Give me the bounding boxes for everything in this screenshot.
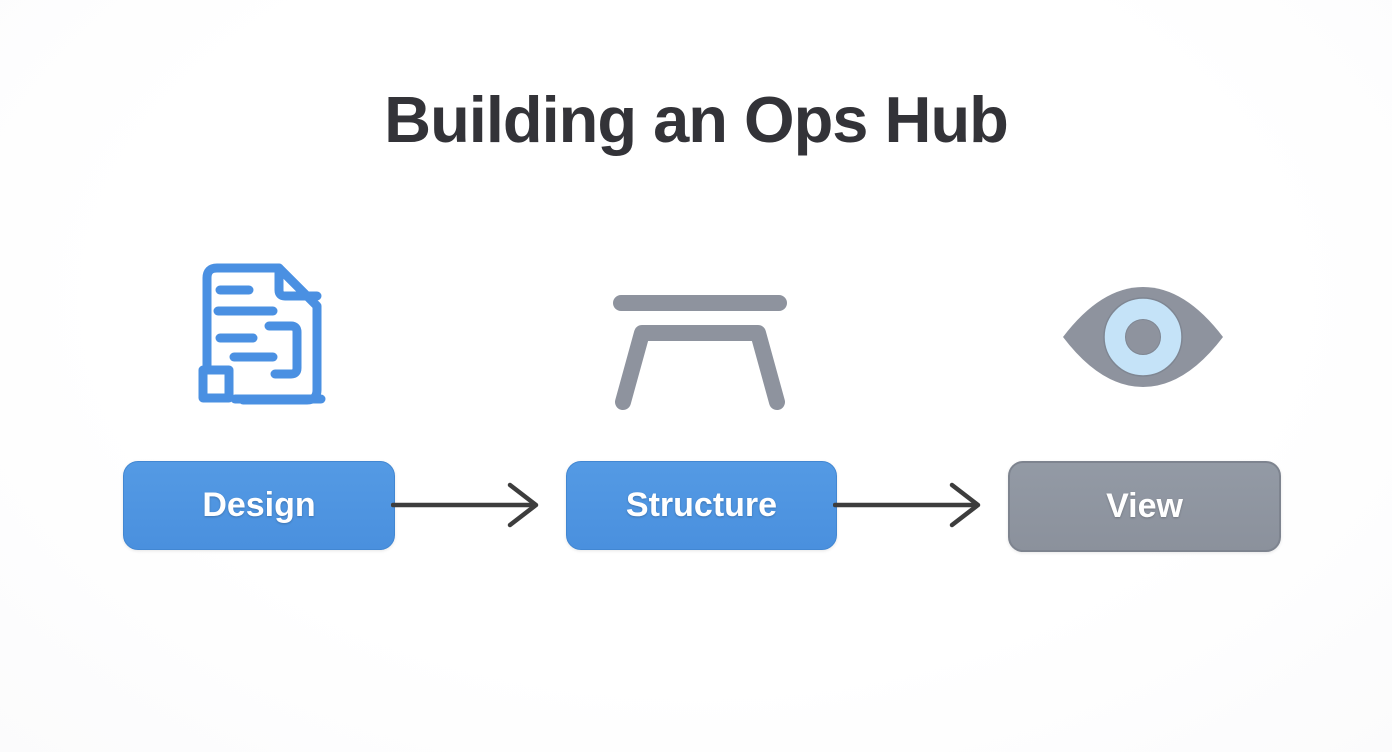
step-node-view: View <box>1008 461 1281 552</box>
eye-icon <box>1061 283 1225 391</box>
arrow-right-icon <box>391 477 543 533</box>
step-node-structure: Structure <box>566 461 837 550</box>
diagram-title: Building an Ops Hub <box>384 83 1009 156</box>
document-icon <box>193 258 329 408</box>
arrow-right-icon <box>833 477 985 533</box>
step-node-design: Design <box>123 461 395 550</box>
table-icon <box>611 293 789 411</box>
